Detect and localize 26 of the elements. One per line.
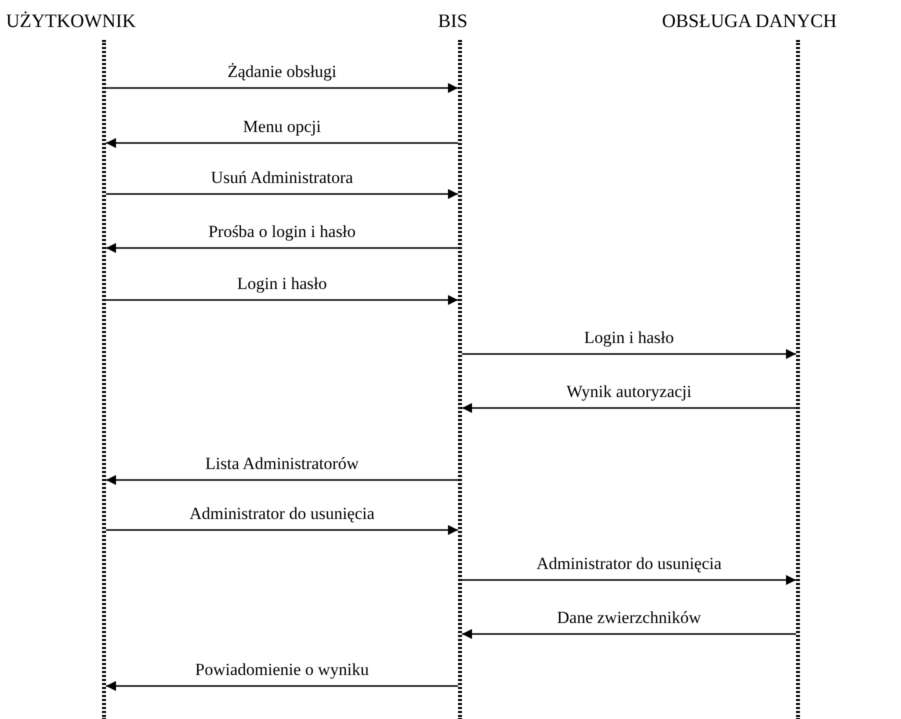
edge-label: Powiadomienie o wyniku <box>193 660 371 680</box>
edge-label: Administrator do usunięcia <box>187 504 377 524</box>
lifeline <box>102 40 106 719</box>
edge-label: Wynik autoryzacji <box>564 382 694 402</box>
message-arrow <box>106 681 458 691</box>
message-arrow <box>106 83 458 93</box>
participant-label: OBSŁUGA DANYCH <box>662 11 837 33</box>
message-arrow <box>106 138 458 148</box>
edge-label: Żądanie obsługi <box>225 62 339 82</box>
edge-label: Prośba o login i hasło <box>206 222 358 242</box>
message-arrow <box>462 575 796 585</box>
edge-label: Login i hasło <box>582 328 676 348</box>
lifeline <box>458 40 462 719</box>
message-arrow <box>106 475 458 485</box>
message-arrow <box>106 525 458 535</box>
participant-label: UŻYTKOWNIK <box>6 11 136 33</box>
lifeline <box>796 40 800 719</box>
message-arrow <box>462 629 796 639</box>
participant-label: BIS <box>438 11 468 33</box>
message-arrow <box>462 403 796 413</box>
message-arrow <box>106 189 458 199</box>
message-arrow <box>462 349 796 359</box>
message-arrow <box>106 295 458 305</box>
edge-label: Login i hasło <box>235 274 329 294</box>
message-arrow <box>106 243 458 253</box>
edge-label: Administrator do usunięcia <box>534 554 724 574</box>
